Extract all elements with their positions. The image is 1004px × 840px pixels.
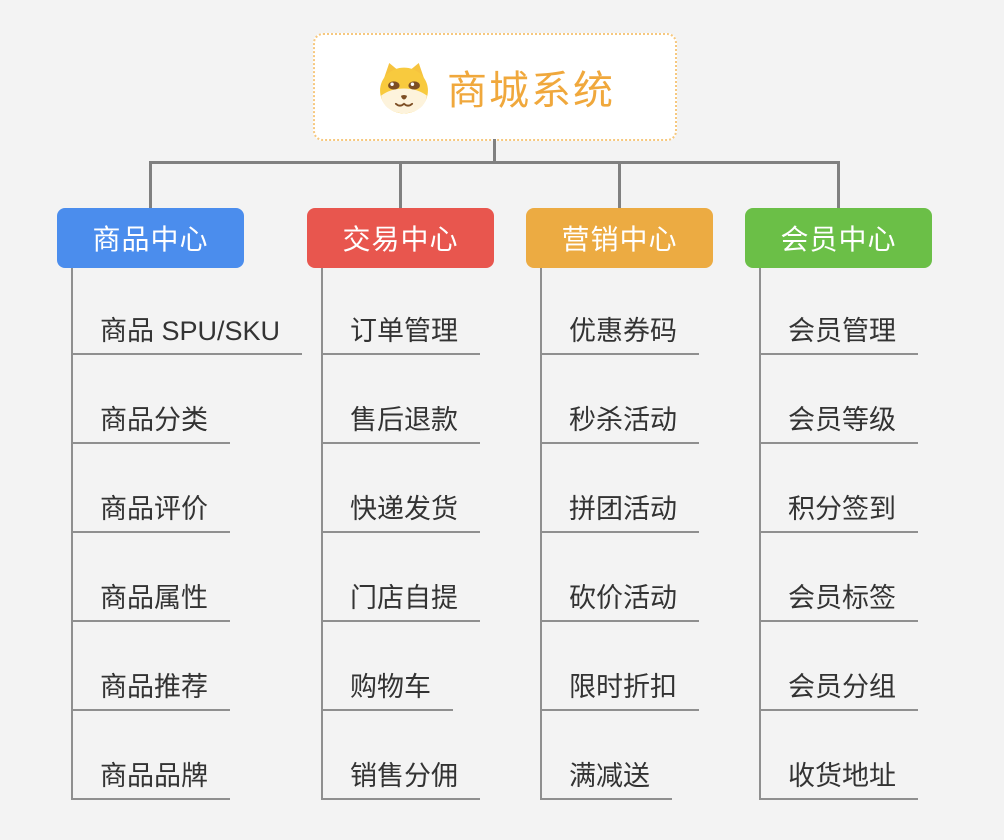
leaf-label: 订单管理 <box>350 316 458 346</box>
leaf-label: 商品推荐 <box>100 672 208 702</box>
leaf-label: 会员管理 <box>788 316 896 346</box>
leaf-node[interactable]: 门店自提 <box>322 533 480 622</box>
connector-drop-member <box>837 163 840 208</box>
leaf-node[interactable]: 商品推荐 <box>72 622 230 711</box>
branch-items-trade: 订单管理 售后退款 快递发货 门店自提 购物车 销售分佣 <box>322 266 480 800</box>
leaf-node[interactable]: 积分签到 <box>760 444 918 533</box>
leaf-node[interactable]: 购物车 <box>322 622 453 711</box>
leaf-label: 商品属性 <box>100 583 208 613</box>
branch-node-member-center[interactable]: 会员中心 <box>745 208 932 268</box>
leaf-label: 收货地址 <box>788 761 896 791</box>
leaf-node[interactable]: 会员标签 <box>760 533 918 622</box>
dog-face-icon <box>380 62 428 113</box>
leaf-label: 商品评价 <box>100 494 208 524</box>
connector-drop-trade <box>399 163 402 208</box>
leaf-node[interactable]: 收货地址 <box>760 711 918 800</box>
leaf-node[interactable]: 销售分佣 <box>322 711 480 800</box>
leaf-node[interactable]: 拼团活动 <box>541 444 699 533</box>
leaf-label: 商品 SPU/SKU <box>100 316 281 346</box>
connector-drop-product <box>149 163 152 208</box>
leaf-label: 会员标签 <box>788 583 896 613</box>
leaf-node[interactable]: 售后退款 <box>322 355 480 444</box>
leaf-label: 满减送 <box>569 761 650 791</box>
leaf-label: 商品分类 <box>100 405 208 435</box>
branch-trunk-line <box>321 268 323 800</box>
leaf-node[interactable]: 砍价活动 <box>541 533 699 622</box>
leaf-label: 会员等级 <box>788 405 896 435</box>
leaf-label: 销售分佣 <box>350 761 458 791</box>
branch-label: 会员中心 <box>780 224 897 255</box>
leaf-label: 限时折扣 <box>569 672 677 702</box>
leaf-node[interactable]: 商品评价 <box>72 444 230 533</box>
leaf-node[interactable]: 满减送 <box>541 711 672 800</box>
leaf-node[interactable]: 会员等级 <box>760 355 918 444</box>
branch-node-marketing-center[interactable]: 营销中心 <box>526 208 713 268</box>
leaf-node[interactable]: 限时折扣 <box>541 622 699 711</box>
branch-label: 商品中心 <box>92 224 209 255</box>
root-title: 商城系统 <box>447 69 615 113</box>
leaf-node[interactable]: 商品品牌 <box>72 711 230 800</box>
leaf-node[interactable]: 会员管理 <box>760 266 918 355</box>
leaf-label: 秒杀活动 <box>569 405 677 435</box>
branch-label: 交易中心 <box>342 224 459 255</box>
leaf-node[interactable]: 订单管理 <box>322 266 480 355</box>
branch-items-member: 会员管理 会员等级 积分签到 会员标签 会员分组 收货地址 <box>760 266 918 800</box>
branch-trunk-line <box>71 268 73 800</box>
leaf-node[interactable]: 商品 SPU/SKU <box>72 266 303 355</box>
leaf-node[interactable]: 会员分组 <box>760 622 918 711</box>
leaf-node[interactable]: 商品属性 <box>72 533 230 622</box>
connector-crossbar <box>149 161 840 164</box>
leaf-label: 购物车 <box>350 672 431 702</box>
branch-items-product: 商品 SPU/SKU 商品分类 商品评价 商品属性 商品推荐 商品品牌 <box>72 266 303 800</box>
connector-drop-marketing <box>618 163 621 208</box>
branch-trunk-line <box>540 268 542 800</box>
leaf-label: 快递发货 <box>350 494 458 524</box>
branch-trunk-line <box>759 268 761 800</box>
leaf-label: 门店自提 <box>350 583 458 613</box>
branch-items-marketing: 优惠券码 秒杀活动 拼团活动 砍价活动 限时折扣 满减送 <box>541 266 699 800</box>
branch-node-trade-center[interactable]: 交易中心 <box>307 208 494 268</box>
leaf-label: 积分签到 <box>788 494 896 524</box>
branch-label: 营销中心 <box>561 224 678 255</box>
connector-root-stub <box>493 139 496 163</box>
leaf-node[interactable]: 优惠券码 <box>541 266 699 355</box>
leaf-label: 优惠券码 <box>569 316 677 346</box>
leaf-label: 会员分组 <box>788 672 896 702</box>
root-node[interactable]: 商城系统 <box>313 33 677 141</box>
leaf-node[interactable]: 快递发货 <box>322 444 480 533</box>
leaf-label: 砍价活动 <box>569 583 677 613</box>
leaf-label: 商品品牌 <box>100 761 208 791</box>
branch-node-product-center[interactable]: 商品中心 <box>57 208 244 268</box>
leaf-node[interactable]: 商品分类 <box>72 355 230 444</box>
leaf-label: 售后退款 <box>350 405 458 435</box>
leaf-label: 拼团活动 <box>569 494 677 524</box>
leaf-node[interactable]: 秒杀活动 <box>541 355 699 444</box>
